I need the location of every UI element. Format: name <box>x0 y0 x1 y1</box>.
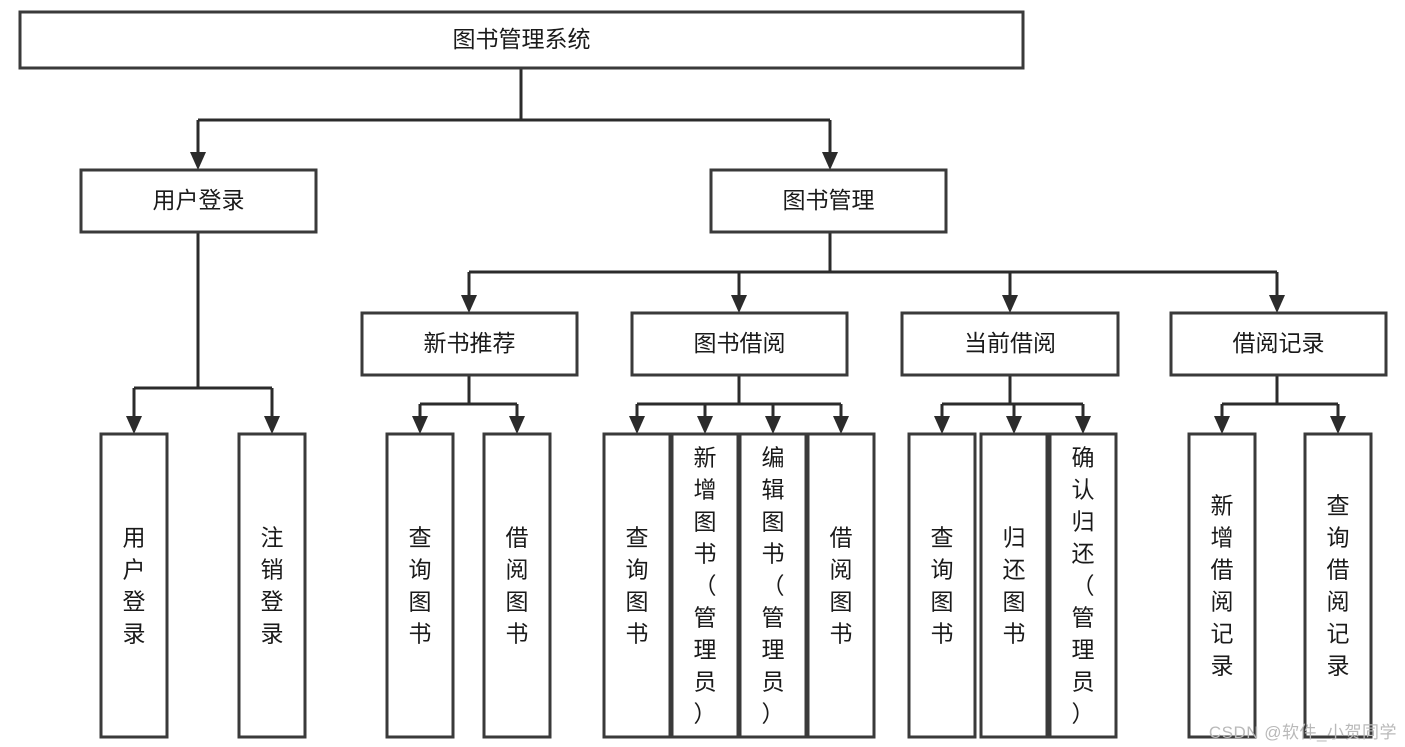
node-leaf-user-login-box[interactable] <box>99 432 169 739</box>
arrow-head-icon <box>629 416 645 434</box>
arrow-head-icon <box>461 295 477 313</box>
node-leaf-edit-book-box[interactable] <box>738 432 808 739</box>
node-leaf-return-book-label: 归还图书 <box>1003 525 1026 647</box>
node-current-borrow-label: 当前借阅 <box>964 330 1056 356</box>
arrow-head-icon <box>731 295 747 313</box>
node-leaf-borrow-book-1[interactable]: 借阅图书 <box>482 432 552 739</box>
node-user-login[interactable]: 用户登录 <box>79 168 318 234</box>
node-leaf-return-book[interactable]: 归还图书 <box>979 432 1049 739</box>
node-leaf-query-book-3-box[interactable] <box>907 432 977 739</box>
node-borrow-record-box[interactable] <box>1169 311 1388 377</box>
node-leaf-add-book[interactable]: 新增图书（管理员） <box>670 432 740 739</box>
arrow-head-icon <box>264 416 280 434</box>
node-leaf-user-login-label: 用户登录 <box>123 525 146 647</box>
node-leaf-add-record[interactable]: 新增借阅记录 <box>1187 432 1257 739</box>
arrow-head-icon <box>1214 416 1230 434</box>
arrow-head-icon <box>126 416 142 434</box>
node-leaf-borrow-book-1-box[interactable] <box>482 432 552 739</box>
arrow-head-icon <box>822 152 838 170</box>
node-leaf-return-book-box[interactable] <box>979 432 1049 739</box>
node-layer: 图书管理系统用户登录图书管理新书推荐图书借阅当前借阅借阅记录用户登录注销登录查询… <box>18 10 1388 739</box>
arrow-head-icon <box>1002 295 1018 313</box>
node-leaf-add-record-box[interactable] <box>1187 432 1257 739</box>
node-current-borrow[interactable]: 当前借阅 <box>900 311 1120 377</box>
node-leaf-logout-box[interactable] <box>237 432 307 739</box>
node-root-label: 图书管理系统 <box>453 26 591 52</box>
node-new-book-recommend-label: 新书推荐 <box>424 330 516 356</box>
arrow-head-icon <box>934 416 950 434</box>
node-leaf-query-book-3-label: 查询图书 <box>931 525 954 647</box>
arrow-head-icon <box>833 416 849 434</box>
node-book-borrow-box[interactable] <box>630 311 849 377</box>
node-leaf-logout[interactable]: 注销登录 <box>237 432 307 739</box>
arrow-head-icon <box>1269 295 1285 313</box>
arrow-head-icon <box>697 416 713 434</box>
node-book-manage-label: 图书管理 <box>783 187 875 213</box>
node-leaf-edit-book-label: 编辑图书（管理员） <box>762 445 785 727</box>
node-new-book-recommend-box[interactable] <box>360 311 579 377</box>
node-leaf-add-book-box[interactable] <box>670 432 740 739</box>
node-leaf-edit-book[interactable]: 编辑图书（管理员） <box>738 432 808 739</box>
node-leaf-confirm-return[interactable]: 确认归还（管理员） <box>1048 432 1118 739</box>
node-leaf-borrow-book-2-label: 借阅图书 <box>830 525 853 647</box>
node-book-manage[interactable]: 图书管理 <box>709 168 948 234</box>
node-book-borrow[interactable]: 图书借阅 <box>630 311 849 377</box>
node-leaf-add-book-label: 新增图书（管理员） <box>694 445 717 727</box>
node-borrow-record-label: 借阅记录 <box>1233 330 1325 356</box>
node-root-box[interactable] <box>18 10 1025 70</box>
node-leaf-query-book-2-box[interactable] <box>602 432 672 739</box>
node-root[interactable]: 图书管理系统 <box>18 10 1025 70</box>
watermark-label: CSDN @软件_小贺同学 <box>1208 723 1397 742</box>
node-leaf-query-book-1[interactable]: 查询图书 <box>385 432 455 739</box>
node-borrow-record[interactable]: 借阅记录 <box>1169 311 1388 377</box>
node-leaf-query-record-box[interactable] <box>1303 432 1373 739</box>
arrow-head-icon <box>509 416 525 434</box>
node-current-borrow-box[interactable] <box>900 311 1120 377</box>
connector-layer <box>126 68 1346 434</box>
arrow-head-icon <box>1006 416 1022 434</box>
arrow-head-icon <box>1075 416 1091 434</box>
node-leaf-query-book-1-box[interactable] <box>385 432 455 739</box>
node-leaf-query-record[interactable]: 查询借阅记录 <box>1303 432 1373 739</box>
node-leaf-confirm-return-box[interactable] <box>1048 432 1118 739</box>
node-leaf-query-book-3[interactable]: 查询图书 <box>907 432 977 739</box>
node-user-login-label: 用户登录 <box>153 187 245 213</box>
node-book-borrow-label: 图书借阅 <box>694 330 786 356</box>
node-leaf-query-book-2-label: 查询图书 <box>626 525 649 647</box>
node-leaf-borrow-book-1-label: 借阅图书 <box>506 525 529 647</box>
node-book-manage-box[interactable] <box>709 168 948 234</box>
arrow-head-icon <box>190 152 206 170</box>
node-leaf-logout-label: 注销登录 <box>261 525 284 647</box>
node-new-book-recommend[interactable]: 新书推荐 <box>360 311 579 377</box>
arrow-head-icon <box>765 416 781 434</box>
node-leaf-add-record-label: 新增借阅记录 <box>1211 493 1234 679</box>
node-leaf-confirm-return-label: 确认归还（管理员） <box>1072 445 1095 727</box>
node-leaf-borrow-book-2[interactable]: 借阅图书 <box>806 432 876 739</box>
node-leaf-query-book-1-label: 查询图书 <box>409 525 432 647</box>
node-leaf-borrow-book-2-box[interactable] <box>806 432 876 739</box>
node-leaf-query-record-label: 查询借阅记录 <box>1327 493 1350 679</box>
arrow-head-icon <box>412 416 428 434</box>
arrow-head-icon <box>1330 416 1346 434</box>
node-leaf-query-book-2[interactable]: 查询图书 <box>602 432 672 739</box>
node-user-login-box[interactable] <box>79 168 318 234</box>
node-leaf-user-login[interactable]: 用户登录 <box>99 432 169 739</box>
